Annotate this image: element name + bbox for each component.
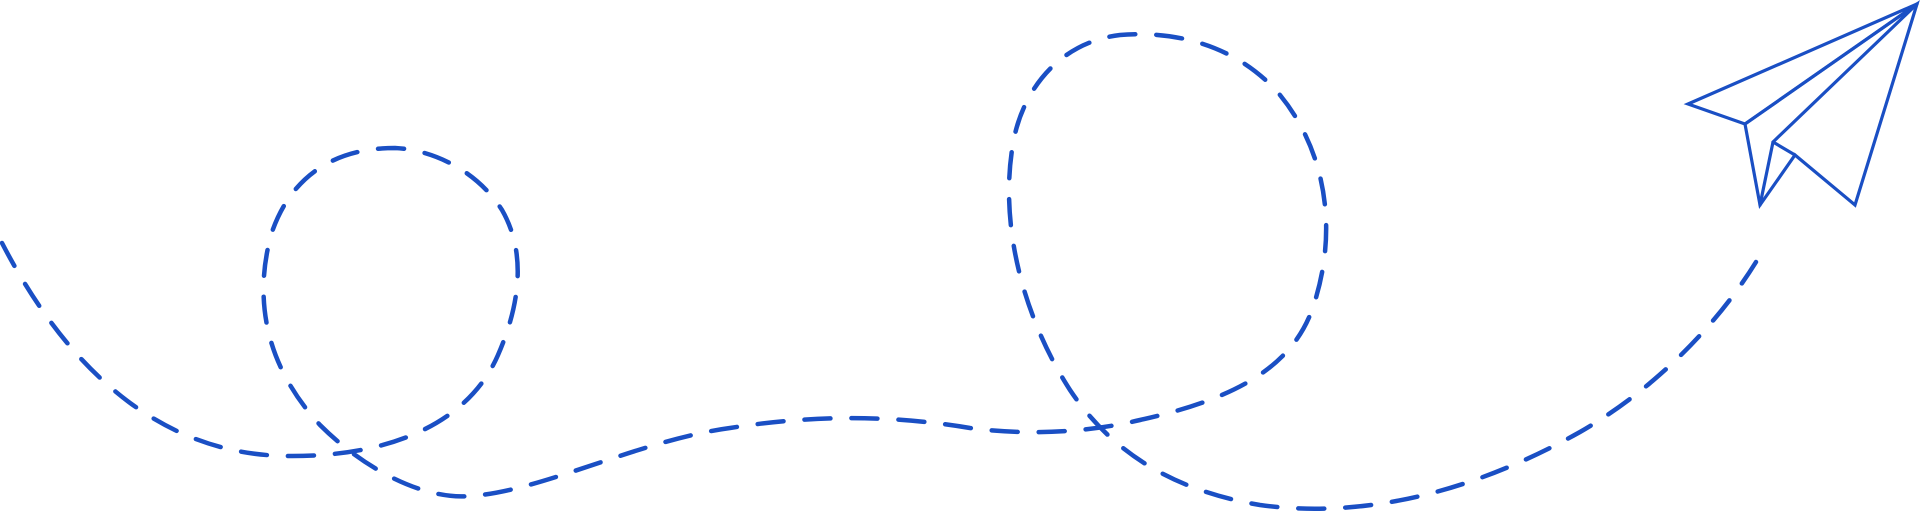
dashed-flight-path (0, 32, 1759, 511)
paper-plane-icon (1683, 0, 1920, 210)
plane-wing-outline (1683, 2, 1918, 126)
plane-crease-line (1771, 140, 1797, 157)
plane-fold-line (1758, 2, 1919, 207)
plane-body-outline (1743, 0, 1920, 210)
